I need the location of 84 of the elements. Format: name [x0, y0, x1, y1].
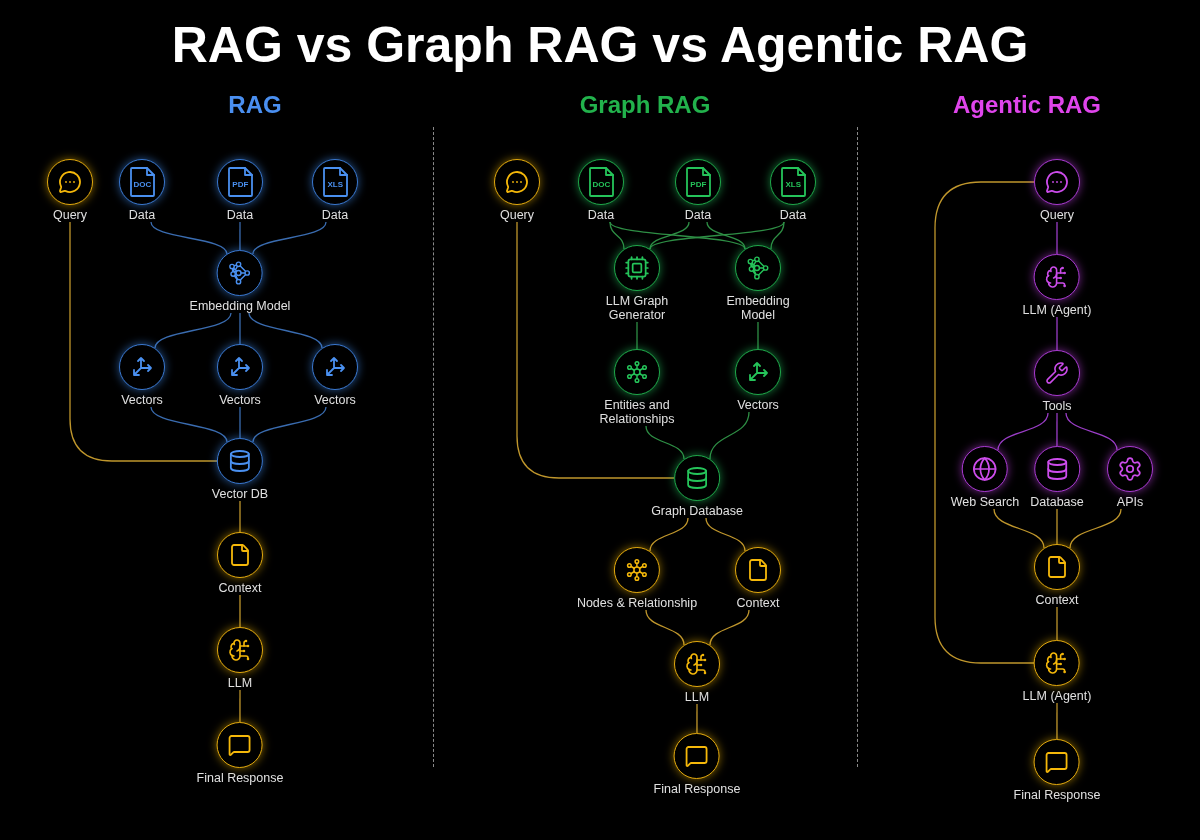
- node-label: Data: [779, 208, 807, 222]
- node-label: Data: [226, 208, 254, 222]
- connector-line: [154, 312, 232, 349]
- node-label: Final Response: [653, 782, 741, 796]
- connector-line: [1069, 508, 1122, 549]
- connector-line: [239, 312, 241, 345]
- file-type-label: PDF: [232, 180, 249, 189]
- file-type-label: XLS: [785, 180, 802, 189]
- node-label: Database: [1030, 495, 1084, 509]
- connector-line: [248, 312, 323, 349]
- connector-line: [757, 321, 759, 350]
- connector-line: [1056, 702, 1058, 740]
- node-label: Query: [499, 208, 534, 222]
- node-label: Context: [218, 581, 262, 595]
- connector-line: [705, 517, 746, 552]
- node-label: LLM: [227, 676, 253, 690]
- connector-line: [1056, 508, 1058, 545]
- node-label: Vectors: [219, 393, 261, 407]
- connector-line: [1056, 316, 1058, 351]
- node-label: Context: [1035, 593, 1079, 607]
- node-label: Entities and Relationships: [598, 398, 676, 426]
- title: RAG vs Graph RAG vs Agentic RAG: [171, 16, 1029, 74]
- node-label: LLM Graph Generator: [604, 294, 670, 322]
- column-heading: RAG: [228, 90, 282, 120]
- file-type-label: DOC: [592, 180, 611, 189]
- connector-line: [252, 221, 327, 255]
- connector-line: [649, 517, 689, 552]
- node-label: Query: [52, 208, 87, 222]
- node-label: Data: [587, 208, 615, 222]
- connector-line: [997, 412, 1049, 451]
- column-heading: Agentic RAG: [953, 90, 1101, 120]
- connector-line: [516, 221, 675, 479]
- column-heading: Graph RAG: [579, 90, 711, 120]
- node-label: Final Response: [1013, 788, 1101, 802]
- node-label: Embedding Model: [725, 294, 791, 322]
- node-label: Vector DB: [211, 487, 269, 501]
- node-label: Vectors: [314, 393, 356, 407]
- node-label: Data: [128, 208, 156, 222]
- connector-line: [1056, 606, 1058, 641]
- connector-line: [993, 508, 1045, 549]
- connector-line: [609, 221, 746, 250]
- node-label: Graph Database: [651, 504, 743, 518]
- connector-line: [1065, 412, 1118, 451]
- node-label: Query: [1039, 208, 1074, 222]
- connector-line: [239, 500, 241, 533]
- connector-line: [239, 689, 241, 723]
- connector-line: [709, 411, 750, 460]
- connector-line: [649, 221, 785, 250]
- node-label: LLM (Agent): [1022, 689, 1092, 703]
- connector-line: [645, 609, 685, 646]
- node-label: Embedding Model: [189, 299, 291, 313]
- file-type-label: PDF: [690, 180, 707, 189]
- connector-line: [239, 594, 241, 628]
- connector-line: [239, 406, 241, 439]
- connector-line: [770, 221, 785, 250]
- connector-line: [709, 609, 750, 646]
- node-label: LLM: [684, 690, 710, 704]
- node-label: Web Search: [950, 495, 1020, 509]
- connector-line: [645, 425, 685, 460]
- node-label: Vectors: [121, 393, 163, 407]
- file-type-label: XLS: [327, 180, 344, 189]
- connector-line: [696, 703, 698, 734]
- node-label: Vectors: [737, 398, 779, 412]
- node-label: Nodes & Relationship: [576, 596, 698, 610]
- connector-line: [934, 181, 1035, 664]
- file-type-label: DOC: [133, 180, 152, 189]
- connector-line: [636, 321, 638, 350]
- connector-line: [706, 221, 746, 250]
- connector-line: [252, 406, 327, 443]
- node-label: Data: [684, 208, 712, 222]
- connector-line: [649, 221, 690, 250]
- node-label: LLM (Agent): [1022, 303, 1092, 317]
- connector-line: [609, 221, 625, 250]
- node-label: APIs: [1116, 495, 1144, 509]
- node-label: Tools: [1042, 399, 1072, 413]
- connector-line: [150, 221, 228, 255]
- connector-line: [150, 406, 228, 443]
- connector-line: [1056, 412, 1058, 447]
- node-label: Context: [736, 596, 780, 610]
- connector-line: [239, 221, 241, 251]
- connector-line: [1056, 221, 1058, 255]
- connector-line: [69, 221, 218, 462]
- node-label: Final Response: [196, 771, 284, 785]
- node-label: Data: [321, 208, 349, 222]
